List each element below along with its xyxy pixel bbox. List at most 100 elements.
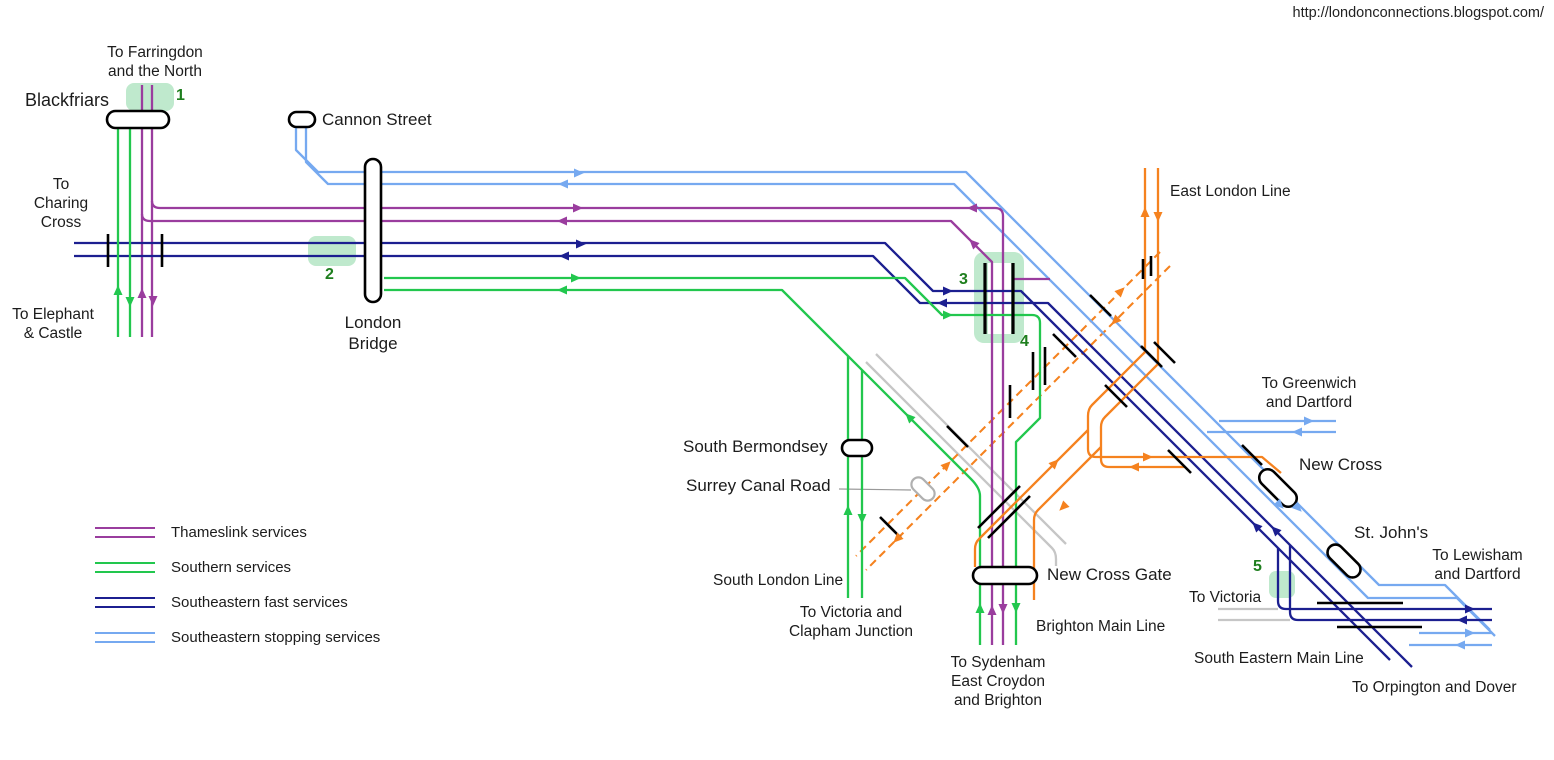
legend-swatch-southeastern-stopping bbox=[95, 632, 155, 643]
legend-swatch-southern bbox=[95, 562, 155, 573]
highlight-1 bbox=[126, 83, 174, 111]
highlight-5 bbox=[1269, 571, 1295, 598]
junction-3-interior bbox=[988, 263, 1011, 334]
arrow-sf-west bbox=[559, 251, 569, 261]
marker-2: 2 bbox=[325, 266, 334, 283]
arrow-st-southeast-1 bbox=[1273, 498, 1284, 509]
arrow-tl-down-sydenham bbox=[998, 604, 1008, 614]
marker-5: 5 bbox=[1253, 558, 1262, 575]
arrow-lewisham-east bbox=[1465, 628, 1475, 638]
arrow-tl-west bbox=[557, 216, 567, 226]
dest-label-farringdon: To Farringdon and the North bbox=[107, 44, 203, 80]
arrow-el-newcross-east bbox=[1143, 452, 1153, 462]
arrow-st-west bbox=[558, 179, 568, 189]
station-label-south-bermondsey: South Bermondsey bbox=[683, 437, 828, 456]
direction-arrows bbox=[113, 168, 1475, 650]
arrow-tl-diag-northwest bbox=[969, 239, 980, 250]
grey-lines bbox=[838, 353, 1290, 622]
arrow-dashed-northeast-2 bbox=[940, 461, 951, 472]
station-london-bridge bbox=[363, 157, 383, 304]
tick-ell-stopping-2 bbox=[1153, 341, 1176, 364]
arrow-sf-far-west bbox=[1457, 615, 1467, 625]
ell-newcross-track bbox=[1086, 168, 1282, 474]
arrow-tl-up-blackfriars bbox=[137, 288, 147, 298]
station-label-cannon-street: Cannon Street bbox=[322, 110, 432, 129]
arrow-greenwich-east bbox=[1304, 416, 1314, 426]
legend: Thameslink services Southern services So… bbox=[95, 515, 380, 655]
station-south-bermondsey bbox=[840, 438, 874, 458]
marker-3: 3 bbox=[959, 271, 968, 288]
legend-item-southeastern-fast: Southeastern fast services bbox=[95, 585, 380, 620]
tick-ell-descent bbox=[1104, 384, 1128, 408]
station-label-london-bridge: London Bridge bbox=[344, 313, 402, 353]
legend-label-thameslink: Thameslink services bbox=[171, 524, 307, 541]
station-cannon-street bbox=[287, 110, 317, 129]
arrow-el-up bbox=[1140, 207, 1150, 217]
legend-label-southeastern-fast: Southeastern fast services bbox=[171, 594, 348, 611]
marker-1: 1 bbox=[176, 87, 185, 104]
station-label-new-cross-gate: New Cross Gate bbox=[1047, 565, 1172, 584]
station-label-new-cross: New Cross bbox=[1299, 455, 1383, 474]
ell-newcrossgate-track-a bbox=[973, 429, 1089, 567]
arrow-sf-diag-northwest-2 bbox=[1271, 526, 1282, 537]
marker-4: 4 bbox=[1020, 333, 1029, 350]
east-london-lines bbox=[973, 168, 1282, 600]
arrow-tl-east bbox=[573, 203, 583, 213]
dest-label-victoria: To Victoria bbox=[1189, 589, 1262, 606]
arrow-so-down-brighton bbox=[1011, 603, 1021, 613]
station-st-johns bbox=[1326, 543, 1362, 579]
station-new-cross-gate bbox=[971, 565, 1039, 586]
dest-label-charing-cross: To Charing Cross bbox=[33, 176, 89, 231]
dest-label-orpington: To Orpington and Dover bbox=[1352, 679, 1517, 696]
arrow-sf-far-east bbox=[1465, 604, 1475, 614]
fast-east-branch-upper bbox=[1276, 548, 1492, 611]
station-new-cross bbox=[1257, 467, 1299, 509]
arrow-tl-up-ncg bbox=[987, 605, 997, 615]
stopping-line-upper bbox=[294, 127, 1491, 631]
dashed-ell-2 bbox=[865, 265, 1171, 571]
tick-dashed-1 bbox=[1089, 294, 1112, 317]
source-url: http://londonconnections.blogspot.com/ bbox=[1292, 5, 1545, 21]
arrow-sf-junction-west bbox=[937, 298, 947, 308]
arrow-dashed-southwest-2 bbox=[893, 532, 904, 543]
tick-fast-diagonal bbox=[1167, 449, 1192, 474]
arrow-dashed-northeast-1 bbox=[1114, 287, 1125, 298]
arrow-st-east bbox=[574, 168, 584, 178]
southern-brighton-route bbox=[384, 276, 1042, 645]
route-label-brighton-main-line: Brighton Main Line bbox=[1036, 618, 1166, 635]
arrow-sf-diag-northwest-1 bbox=[1252, 522, 1263, 533]
station-label-blackfriars: Blackfriars bbox=[25, 90, 110, 110]
legend-label-southern: Southern services bbox=[171, 559, 292, 576]
tick-bml-cross-1 bbox=[977, 485, 1021, 529]
grey-diagonal-a bbox=[865, 361, 1058, 566]
east-london-line-proposed bbox=[855, 251, 1171, 571]
station-label-st-johns: St. John's bbox=[1354, 523, 1429, 542]
arrow-el-newcross-west bbox=[1129, 462, 1139, 472]
stopping-line-lower bbox=[304, 127, 1496, 637]
arrow-so-up-ncg bbox=[975, 603, 985, 613]
ell-newcrossgate-track-b bbox=[1032, 446, 1102, 600]
dest-label-elephant-castle: To Elephant & Castle bbox=[12, 306, 94, 342]
tick-newcross-orange bbox=[1241, 444, 1263, 466]
station-surrey-canal-road bbox=[910, 476, 936, 502]
dest-label-greenwich: To Greenwich and Dartford bbox=[1261, 375, 1357, 411]
highlight-2 bbox=[308, 236, 356, 266]
arrow-tl-down-elephant bbox=[148, 296, 158, 306]
arrow-sf-east bbox=[576, 239, 586, 249]
arrow-so-up-bermondsey bbox=[843, 505, 853, 515]
arrow-so-down-victoria bbox=[857, 514, 867, 524]
legend-label-southeastern-stopping: Southeastern stopping services bbox=[171, 629, 381, 646]
southeastern-fast-lines bbox=[74, 241, 1492, 668]
arrow-dashed-southwest-1 bbox=[1111, 314, 1122, 325]
route-label-south-eastern-main-line: South Eastern Main Line bbox=[1194, 650, 1364, 667]
legend-swatch-southeastern-fast bbox=[95, 597, 155, 608]
tick-bml-cross-2 bbox=[987, 495, 1031, 539]
fast-line-lower bbox=[74, 254, 1413, 668]
tick-dashed-2 bbox=[1052, 333, 1077, 358]
dest-label-sydenham: To Sydenham East Croydon and Brighton bbox=[950, 654, 1046, 709]
fast-east-branch-lower bbox=[1288, 545, 1492, 622]
arrow-sf-junction-east bbox=[943, 286, 953, 296]
arrow-so-down-elephant bbox=[125, 297, 135, 307]
